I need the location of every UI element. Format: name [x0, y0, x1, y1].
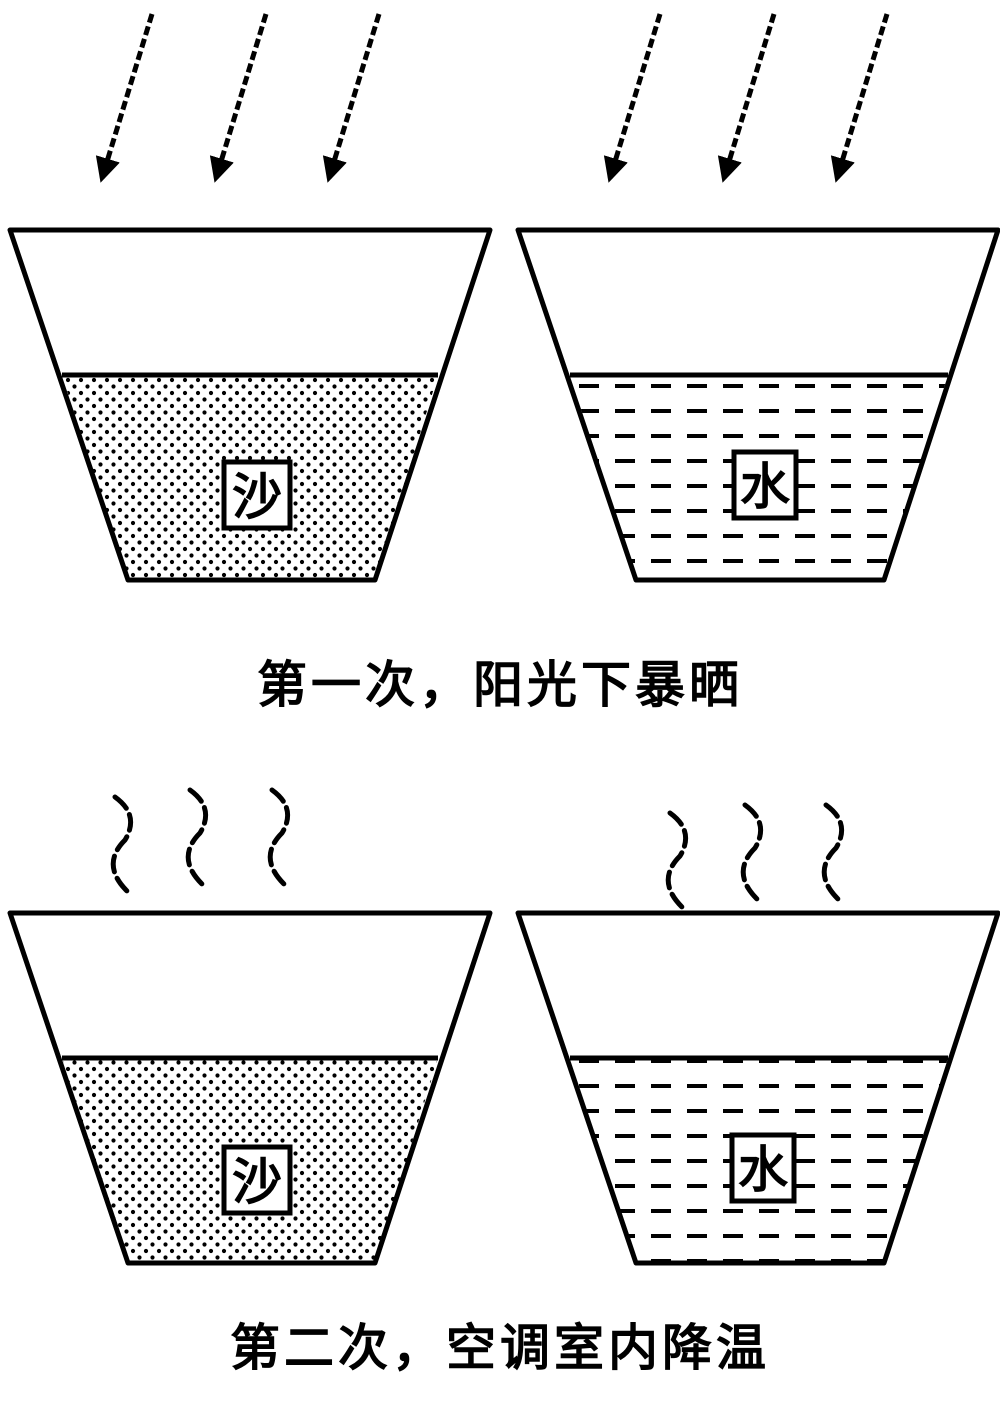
- scene-caption: 第一次，阳光下暴晒: [257, 656, 743, 714]
- heat-wave-icon: [185, 787, 209, 888]
- material-label: 水: [738, 1141, 789, 1199]
- sun-ray-arrow: [95, 13, 155, 183]
- container-outline: [7, 227, 493, 583]
- sun-ray-arrow: [830, 13, 890, 183]
- material-label: 沙: [232, 468, 282, 526]
- heat-waves: [110, 787, 845, 911]
- material-label: 水: [740, 458, 791, 516]
- heat-wave-icon: [267, 787, 291, 888]
- container-outline: [515, 910, 1000, 1266]
- material-label: 沙: [232, 1153, 282, 1211]
- heat-wave-icon: [110, 794, 134, 895]
- sun-ray-arrow: [603, 13, 663, 183]
- container-sand-2: 沙: [7, 910, 493, 1266]
- heat-wave-icon: [740, 802, 764, 903]
- heat-wave-icon: [821, 802, 845, 903]
- material-label-box: [731, 449, 799, 521]
- container-outline: [7, 910, 493, 1266]
- sunlight-arrows: [95, 13, 890, 183]
- heat-wave-icon: [665, 810, 689, 911]
- sun-ray-arrow: [322, 13, 382, 183]
- material-label-box: [221, 459, 293, 531]
- sun-ray-arrow: [209, 13, 269, 183]
- sun-ray-arrow: [717, 13, 777, 183]
- container-sand-1: 沙: [7, 227, 493, 583]
- material-label-box: [729, 1132, 797, 1204]
- container-water-1: 水: [515, 227, 1000, 583]
- scene-caption: 第二次，空调室内降温: [230, 1319, 770, 1377]
- container-water-2: 水: [515, 910, 1000, 1266]
- container-outline: [515, 227, 1000, 583]
- material-label-box: [221, 1144, 293, 1216]
